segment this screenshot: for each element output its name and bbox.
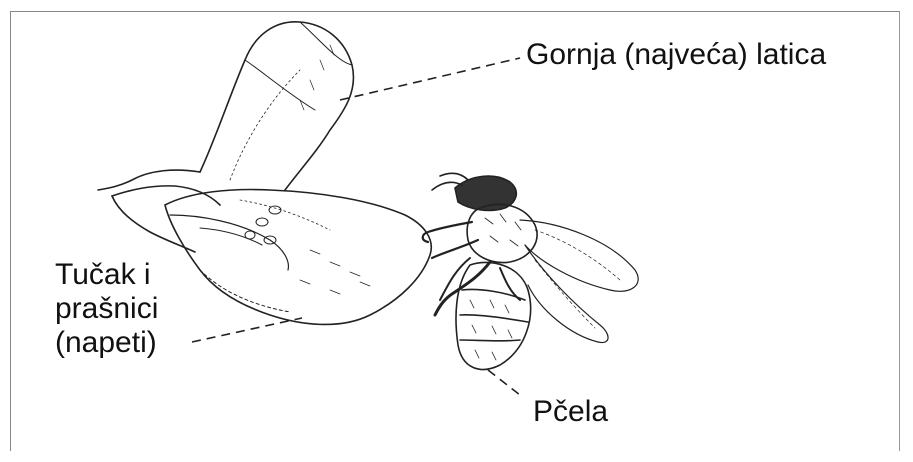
pistil [170, 215, 288, 270]
label-pistil-line3: (napeti) [55, 326, 158, 360]
bee-wing-lower [525, 245, 608, 343]
bee-abdomen [456, 262, 531, 369]
keel-petal [165, 190, 431, 325]
label-pistil-line2: prašnici [55, 292, 158, 326]
leader-upper-petal [340, 58, 520, 100]
label-pistil-line1: Tučak i [55, 258, 158, 292]
label-bee: Pčela [533, 395, 608, 429]
leader-pistil [192, 318, 302, 342]
leader-bee [488, 370, 520, 395]
bee-thorax [467, 204, 537, 262]
bee [423, 173, 638, 369]
label-upper-petal: Gornja (najveća) latica [526, 38, 826, 72]
label-pistil-stamens: Tučak i prašnici (napeti) [55, 258, 158, 360]
